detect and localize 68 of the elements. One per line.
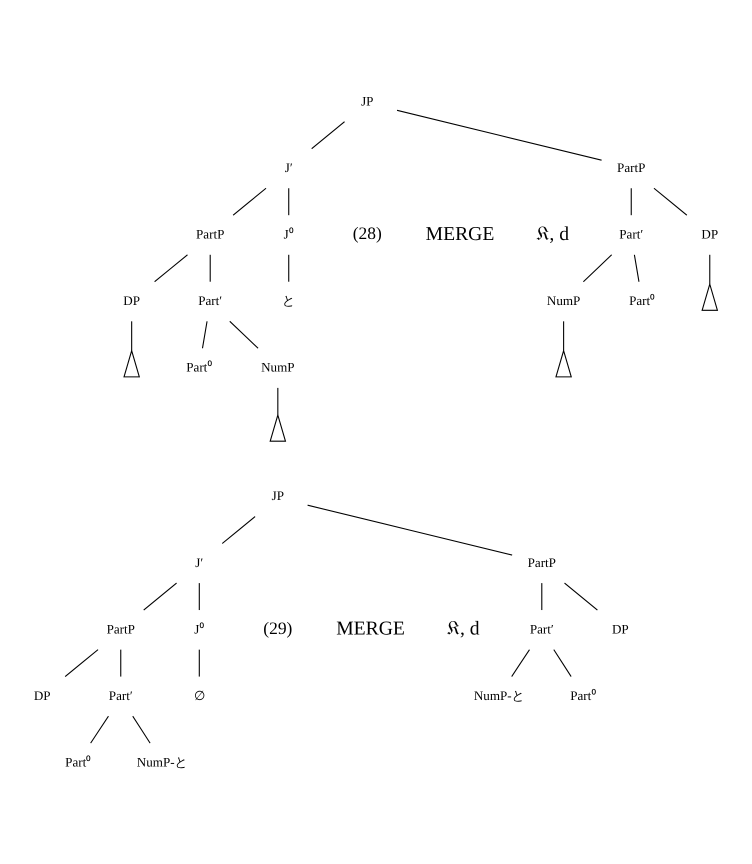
connector — [64, 648, 98, 676]
connector — [277, 387, 278, 414]
label: 𝔎, d — [536, 223, 570, 244]
connector — [143, 582, 177, 610]
node-text: PartP — [196, 226, 224, 241]
node-text: DP — [701, 226, 718, 241]
node-text: Part′ — [108, 687, 133, 702]
node-triangle — [701, 282, 718, 310]
node-text: Part′ — [530, 620, 554, 636]
node-triangle — [123, 348, 140, 377]
connector — [563, 320, 564, 350]
connector — [307, 504, 512, 556]
node-text: PartP — [617, 159, 646, 174]
label: MERGE — [426, 223, 494, 244]
connector — [288, 188, 290, 215]
node-text: PartP — [106, 620, 135, 636]
connector — [288, 254, 290, 282]
connector — [120, 649, 122, 676]
label: (28) — [352, 222, 382, 243]
node-text: Part⁰ — [629, 292, 656, 308]
node-text: Part⁰ — [186, 359, 212, 374]
label: (29) — [263, 618, 292, 638]
node-text: JP — [361, 92, 374, 108]
connector — [222, 516, 256, 544]
node-text: ∅ — [194, 687, 205, 702]
node-text: J⁰ — [194, 620, 204, 636]
connector — [90, 715, 109, 743]
node-text: NumP-と — [474, 687, 525, 702]
node-text: NumP — [546, 292, 580, 308]
node-text: DP — [612, 620, 629, 636]
node-text: J′ — [284, 159, 293, 174]
node-text: NumP-と — [136, 754, 188, 769]
connector — [634, 254, 640, 282]
connector — [654, 187, 688, 216]
node-text: DP — [34, 687, 51, 702]
node-text: JP — [272, 488, 284, 503]
connector — [154, 254, 188, 282]
connector — [202, 320, 208, 348]
connector — [132, 715, 151, 743]
connector — [582, 254, 612, 282]
node-text: J′ — [195, 554, 204, 570]
node-text: J⁰ — [284, 226, 294, 241]
node-text: NumP — [261, 359, 295, 374]
connector — [198, 649, 200, 676]
node-text: DP — [123, 292, 140, 308]
node-text: と — [282, 292, 296, 308]
node-triangle — [269, 412, 286, 442]
node-triangle — [555, 348, 572, 377]
node-text: Part⁰ — [570, 687, 596, 702]
connector — [564, 582, 598, 610]
connector — [541, 582, 542, 610]
connector — [396, 109, 602, 160]
label: 𝔎, d — [446, 618, 480, 640]
connector — [131, 320, 132, 350]
node-text: PartP — [528, 554, 556, 570]
connector — [311, 120, 345, 149]
connector — [229, 320, 258, 348]
connector — [553, 648, 572, 676]
connector — [232, 187, 266, 216]
node-text: Part⁰ — [65, 754, 92, 769]
connector — [630, 188, 632, 215]
connector — [198, 582, 200, 610]
node-text: Part′ — [198, 292, 222, 308]
connector — [511, 648, 530, 676]
label: MERGE — [336, 618, 405, 640]
connector — [210, 254, 211, 282]
connector — [709, 254, 710, 284]
node-text: Part′ — [619, 226, 644, 241]
